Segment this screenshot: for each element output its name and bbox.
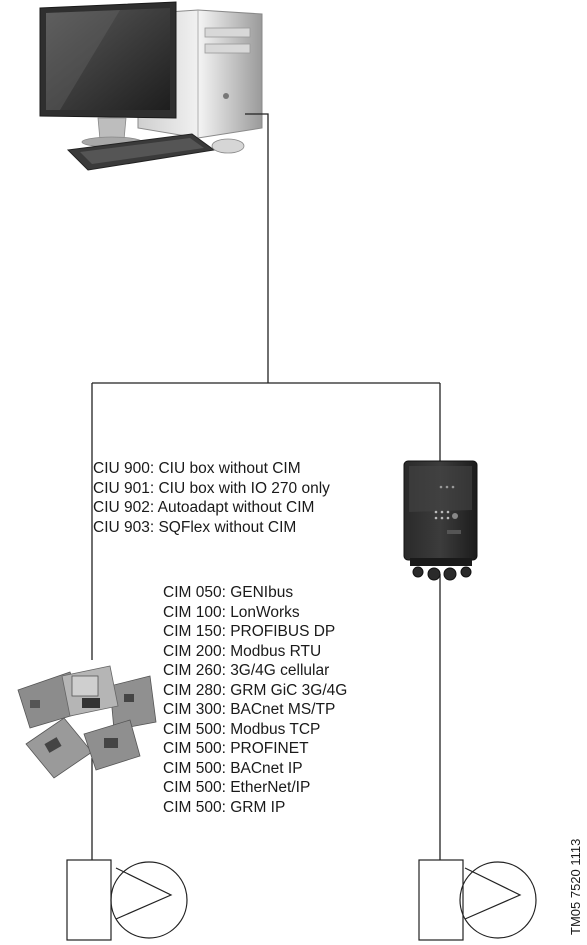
- pump-icon: [67, 860, 187, 940]
- list-item: CIM 500: BACnet IP: [163, 759, 347, 779]
- pump-icon: [419, 860, 536, 940]
- list-item: CIM 280: GRM GiC 3G/4G: [163, 681, 347, 701]
- list-item: CIM 500: EtherNet/IP: [163, 778, 347, 798]
- list-item: CIU 901: CIU box with IO 270 only: [93, 479, 330, 499]
- cim-modules-icon: [18, 666, 156, 778]
- list-item: CIU 902: Autoadapt without CIM: [93, 498, 330, 518]
- list-item: CIM 200: Modbus RTU: [163, 642, 347, 662]
- list-item: CIU 903: SQFlex without CIM: [93, 518, 330, 538]
- ciu-box-icon: [404, 461, 477, 580]
- list-item: CIM 050: GENIbus: [163, 583, 347, 603]
- cim-modules-list: CIM 050: GENIbus CIM 100: LonWorks CIM 1…: [163, 583, 347, 817]
- ciu-options-list: CIU 900: CIU box without CIM CIU 901: CI…: [93, 459, 330, 537]
- list-item: CIM 150: PROFIBUS DP: [163, 622, 347, 642]
- list-item: CIM 500: GRM IP: [163, 798, 347, 818]
- document-code: TM05 7520 1113: [568, 839, 583, 935]
- list-item: CIU 900: CIU box without CIM: [93, 459, 330, 479]
- list-item: CIM 100: LonWorks: [163, 603, 347, 623]
- list-item: CIM 500: PROFINET: [163, 739, 347, 759]
- list-item: CIM 500: Modbus TCP: [163, 720, 347, 740]
- list-item: CIM 300: BACnet MS/TP: [163, 700, 347, 720]
- desktop-computer-icon: [40, 2, 262, 170]
- list-item: CIM 260: 3G/4G cellular: [163, 661, 347, 681]
